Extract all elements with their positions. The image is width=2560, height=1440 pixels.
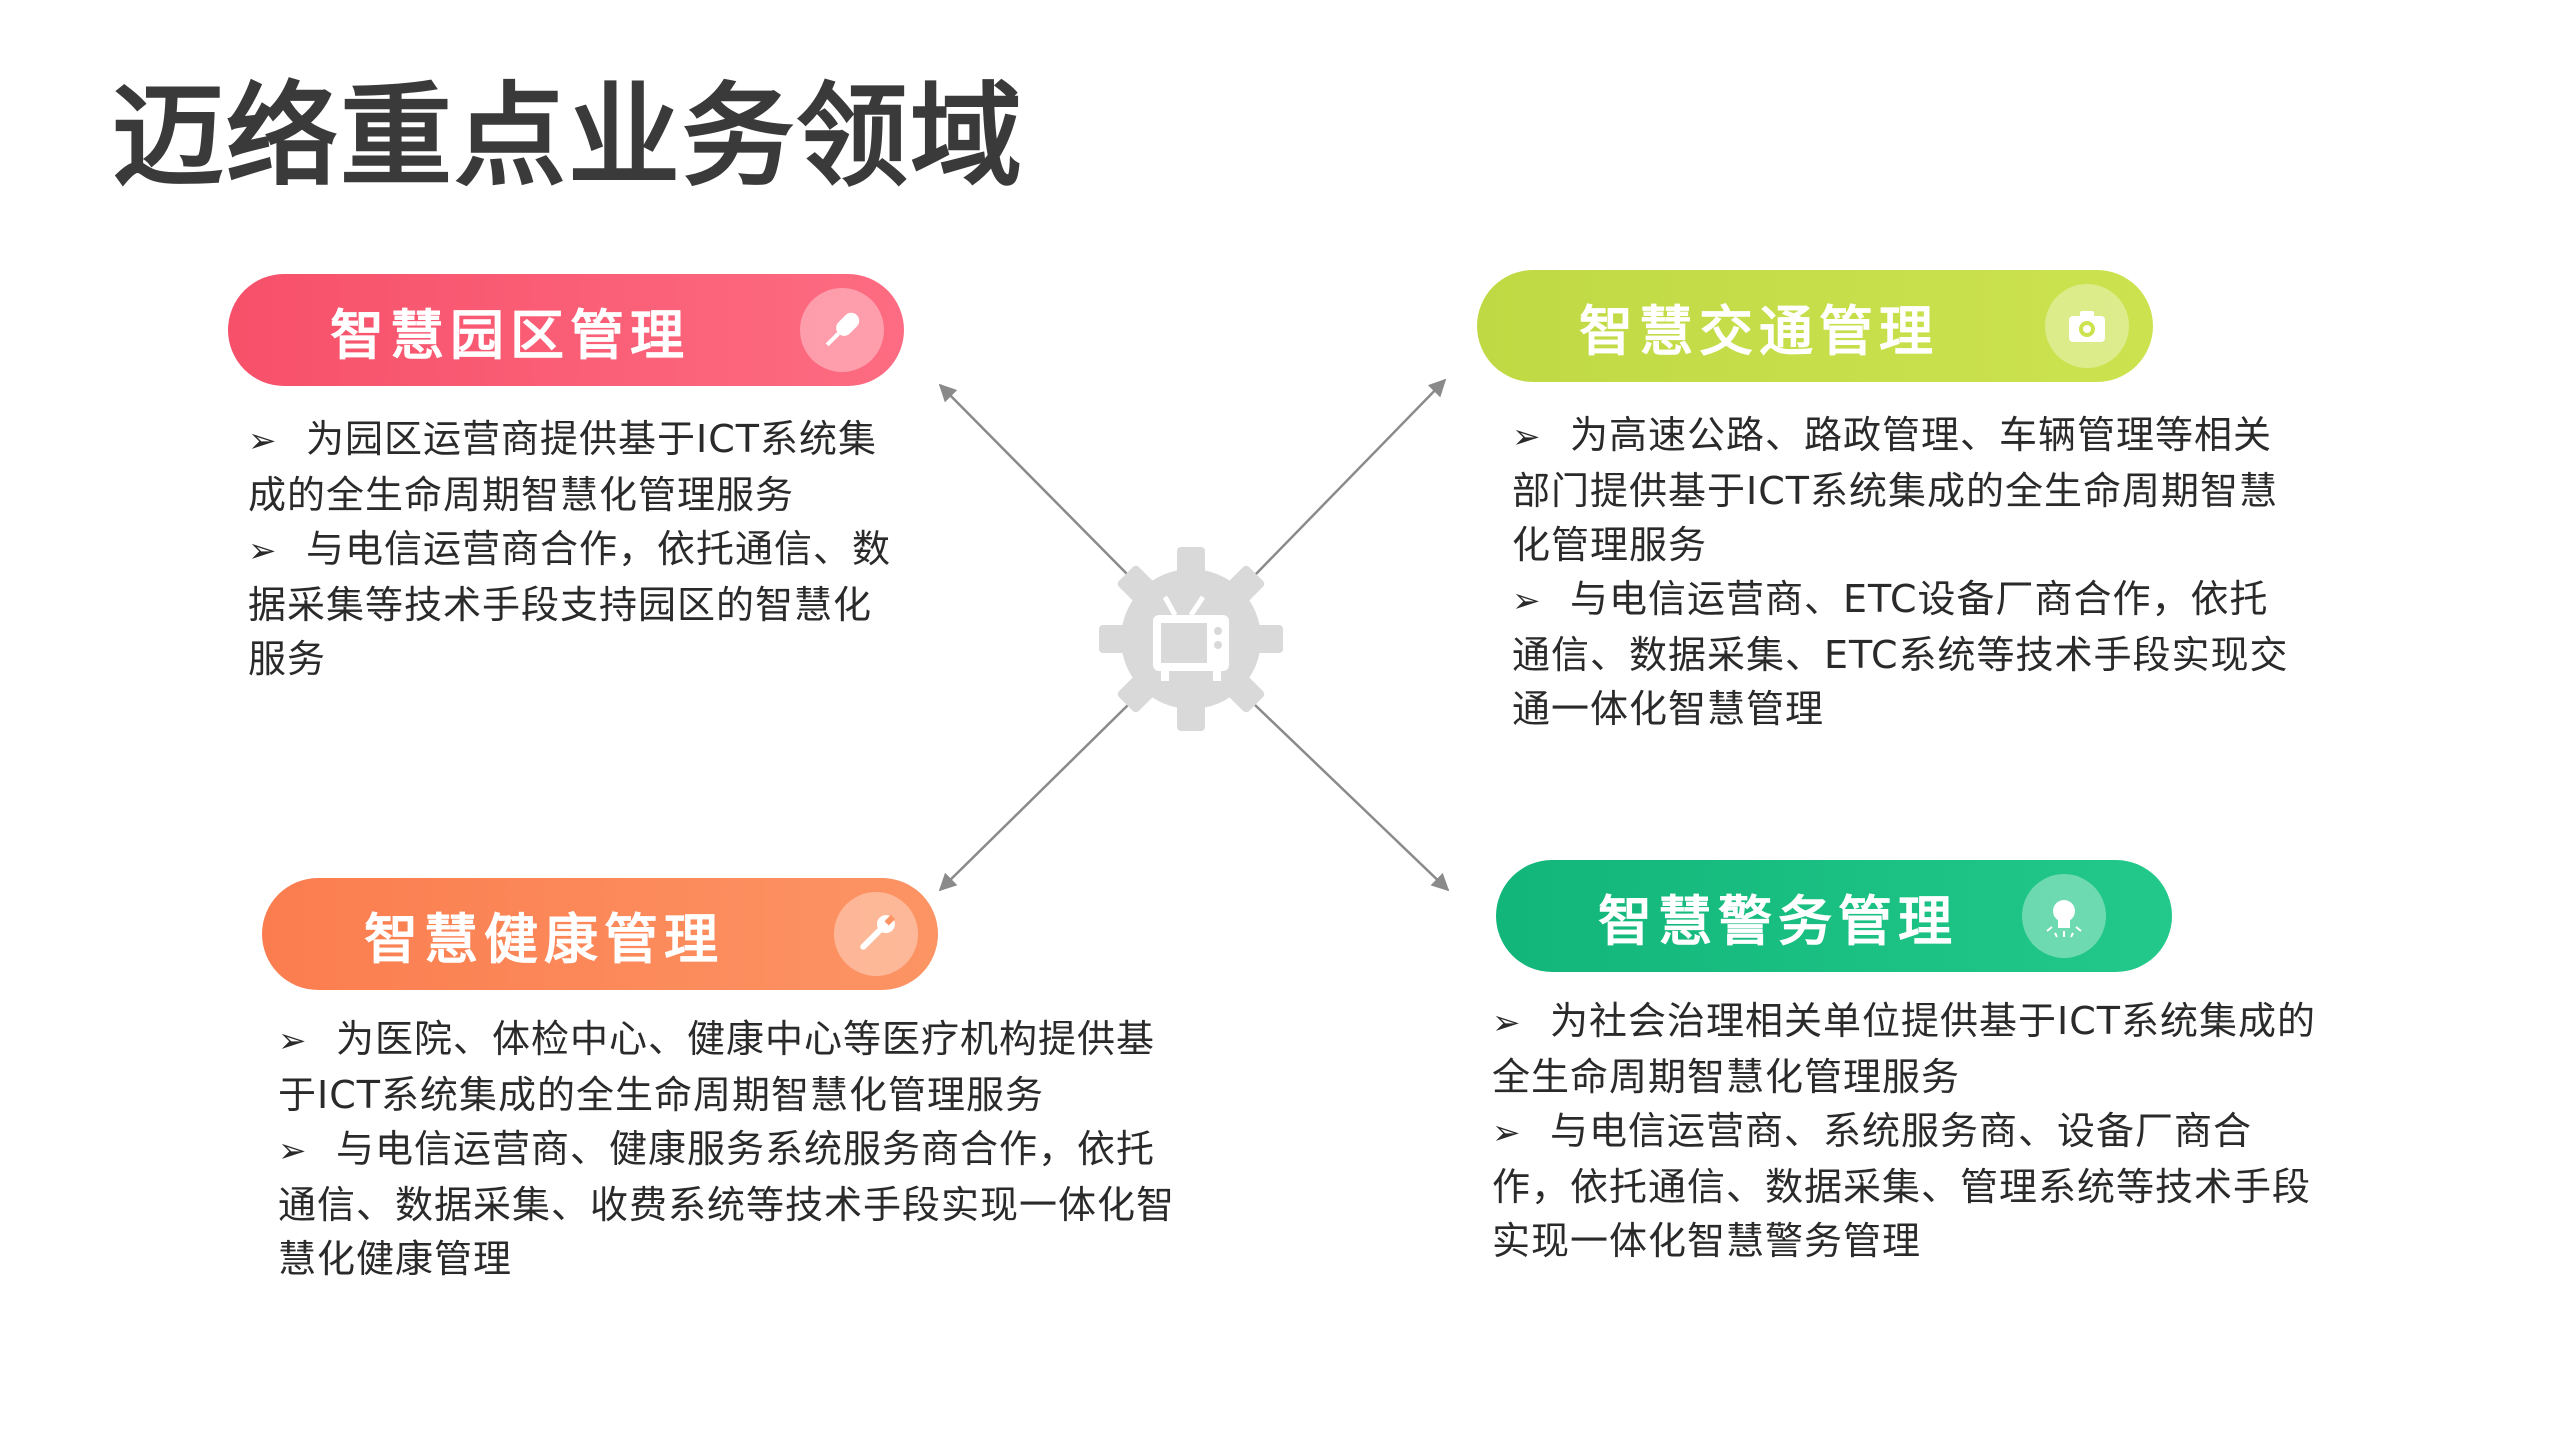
card-park-title: 智慧园区管理	[330, 303, 690, 367]
card-traffic-header: 智慧交通管理	[1477, 270, 2153, 382]
card-police-bullets: ➢为社会治理相关单位提供基于ICT系统集成的全生命周期智慧化管理服务 ➢与电信运…	[1492, 994, 2322, 1268]
card-police-title: 智慧警务管理	[1598, 889, 1958, 953]
connector-health	[938, 704, 1129, 892]
card-traffic-title: 智慧交通管理	[1579, 299, 1939, 363]
hub-gear-icon	[1099, 547, 1283, 731]
card-park-header: 智慧园区管理	[228, 274, 904, 386]
card-health-header: 智慧健康管理	[262, 878, 938, 990]
card-health-title: 智慧健康管理	[364, 907, 724, 971]
camera-icon	[2045, 284, 2129, 368]
wrench-icon	[834, 892, 918, 976]
connector-park	[938, 383, 1129, 576]
card-traffic-bullets: ➢为高速公路、路政管理、车辆管理等相关部门提供基于ICT系统集成的全生命周期智慧…	[1512, 408, 2292, 736]
list-item: ➢为社会治理相关单位提供基于ICT系统集成的全生命周期智慧化管理服务	[1492, 999, 2316, 1099]
list-item: ➢与电信运营商、健康服务系统服务商合作，依托通信、数据采集、收费系统等技术手段实…	[278, 1127, 1176, 1281]
tv-icon	[1153, 595, 1229, 681]
list-item: ➢为高速公路、路政管理、车辆管理等相关部门提供基于ICT系统集成的全生命周期智慧…	[1512, 413, 2278, 567]
microphone-icon	[800, 288, 884, 372]
list-item: ➢与电信运营商合作，依托通信、数据采集等技术手段支持园区的智慧化服务	[248, 527, 892, 681]
card-park-bullets: ➢为园区运营商提供基于ICT系统集成的全生命周期智慧化管理服务 ➢与电信运营商合…	[248, 412, 908, 686]
slide-title: 迈络重点业务领域	[112, 72, 1024, 202]
lightbulb-icon	[2022, 874, 2106, 958]
list-item: ➢与电信运营商、系统服务商、设备厂商合作，依托通信、数据采集、管理系统等技术手段…	[1492, 1109, 2312, 1263]
list-item: ➢为医院、体检中心、健康中心等医疗机构提供基于ICT系统集成的全生命周期智慧化管…	[278, 1017, 1156, 1117]
card-health-bullets: ➢为医院、体检中心、健康中心等医疗机构提供基于ICT系统集成的全生命周期智慧化管…	[278, 1012, 1188, 1286]
connector-police	[1254, 704, 1450, 892]
card-police-header: 智慧警务管理	[1496, 860, 2172, 972]
connector-traffic	[1254, 378, 1447, 576]
list-item: ➢为园区运营商提供基于ICT系统集成的全生命周期智慧化管理服务	[248, 417, 877, 517]
list-item: ➢与电信运营商、ETC设备厂商合作，依托通信、数据采集、ETC系统等技术手段实现…	[1512, 577, 2289, 731]
